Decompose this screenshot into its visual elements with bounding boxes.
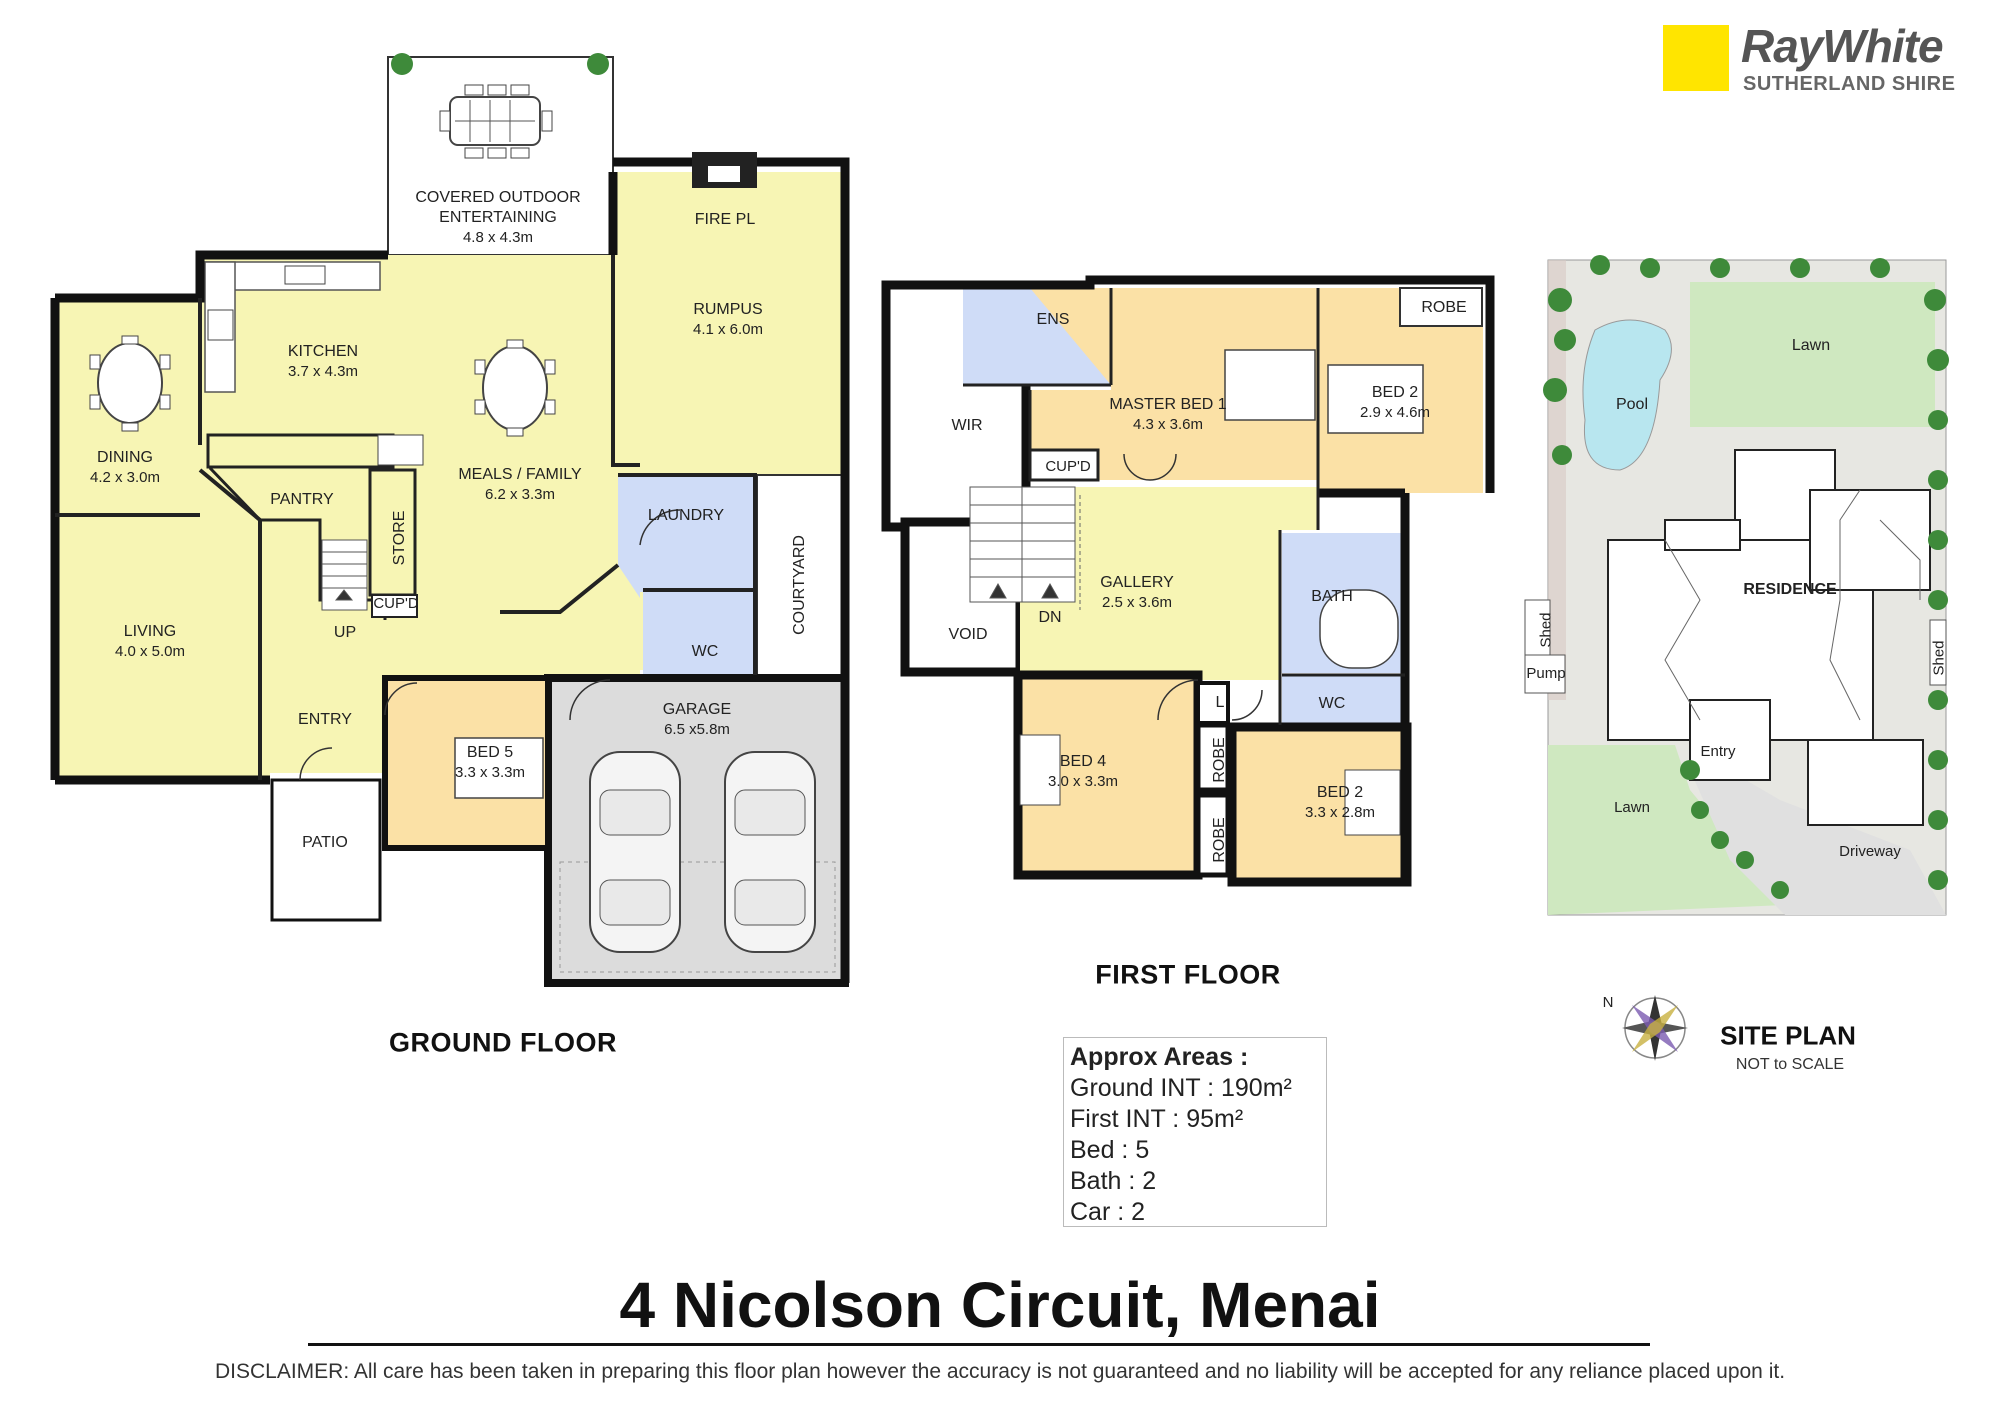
brand-name: RayWhite	[1741, 20, 1944, 72]
ground-floor-heading: GROUND FLOOR	[389, 1027, 617, 1058]
stairs-icon	[969, 486, 1076, 603]
area-ground: Ground INT : 190m²	[1070, 1074, 1292, 1102]
disclaimer-text: DISCLAIMER: All care has been taken in p…	[214, 1360, 1786, 1383]
site-label-lawn-bottom: Lawn	[1614, 799, 1650, 816]
property-title: 4 Nicolson Circuit, Menai	[619, 1269, 1381, 1341]
room-label-robe-bed4: ROBE	[1211, 737, 1228, 783]
logo-square	[1663, 25, 1729, 91]
site-label-driveway: Driveway	[1839, 843, 1901, 860]
shrub-icon	[391, 53, 413, 75]
shrub-icon	[587, 53, 609, 75]
room-label-bath: BATH	[1311, 588, 1353, 605]
site-label-shed-right: Shed	[1930, 640, 1948, 676]
site-plan-drawing	[1524, 255, 1949, 1061]
room-label-wir: WIR	[951, 417, 983, 434]
room-label-cupd: CUP'D	[373, 595, 419, 612]
room-label-store: STORE	[391, 510, 408, 566]
room-label-pantry: PANTRY	[270, 491, 334, 508]
stairs-down-label: DN	[1038, 609, 1062, 626]
room-label-wc-first: WC	[1318, 695, 1346, 712]
area-first: First INT : 95m²	[1070, 1105, 1244, 1133]
compass-icon	[1622, 995, 1688, 1061]
meals-table-icon	[482, 345, 548, 431]
room-label-courtyard: COURTYARD	[791, 535, 808, 635]
room-label-entry: ENTRY	[298, 711, 352, 728]
count-bath: Bath : 2	[1070, 1167, 1157, 1195]
room-label-robe: ROBE	[1421, 299, 1467, 316]
dining-table-icon	[97, 342, 163, 424]
car-icon	[724, 751, 816, 953]
site-label-residence: RESIDENCE	[1743, 581, 1837, 598]
first-floor-plan	[881, 275, 1495, 887]
first-floor-heading: FIRST FLOOR	[1095, 959, 1281, 990]
approx-areas-heading: Approx Areas :	[1070, 1043, 1249, 1071]
room-label-linen: L	[1215, 694, 1225, 711]
site-plan-heading: SITE PLAN	[1720, 1020, 1856, 1051]
residence-footprint	[1607, 449, 1931, 826]
room-label-covered-outdoor: COVERED OUTDOOR ENTERTAINING 4.8 x 4.3m	[415, 189, 581, 246]
brand-office: SUTHERLAND SHIRE	[1743, 73, 1956, 95]
count-car: Car : 2	[1070, 1198, 1146, 1226]
ground-floor-plan	[50, 53, 850, 987]
not-to-scale-note: NOT to SCALE	[1735, 1056, 1845, 1073]
raywhite-logo: RayWhite SUTHERLAND SHIRE	[1663, 20, 1973, 95]
site-label-entry: Entry	[1700, 743, 1736, 760]
room-label-ensuite: ENS	[1036, 311, 1070, 328]
site-label-shed-left: Shed	[1537, 612, 1555, 648]
stairs-icon	[321, 539, 368, 611]
site-label-lawn-top: Lawn	[1791, 337, 1831, 354]
room-label-wc: WC	[691, 643, 719, 660]
car-icon	[589, 751, 681, 953]
outdoor-table-icon	[439, 84, 553, 159]
room-label-cupd-first: CUP'D	[1045, 458, 1091, 475]
approx-areas-box: Approx Areas : Ground INT : 190m² First …	[1063, 1037, 1327, 1227]
site-label-pool: Pool	[1615, 396, 1649, 413]
room-label-laundry: LAUNDRY	[647, 507, 725, 524]
room-label-patio: PATIO	[302, 834, 348, 851]
count-bed: Bed : 5	[1070, 1136, 1150, 1164]
compass-north-label: N	[1602, 994, 1614, 1011]
stairs-up-label: UP	[333, 624, 357, 641]
room-label-void: VOID	[948, 626, 988, 643]
room-label-fireplace: FIRE PL	[694, 211, 756, 228]
site-label-pump: Pump	[1526, 665, 1566, 682]
room-label-robe-bed2: ROBE	[1211, 817, 1228, 863]
title-underline	[308, 1343, 1650, 1346]
